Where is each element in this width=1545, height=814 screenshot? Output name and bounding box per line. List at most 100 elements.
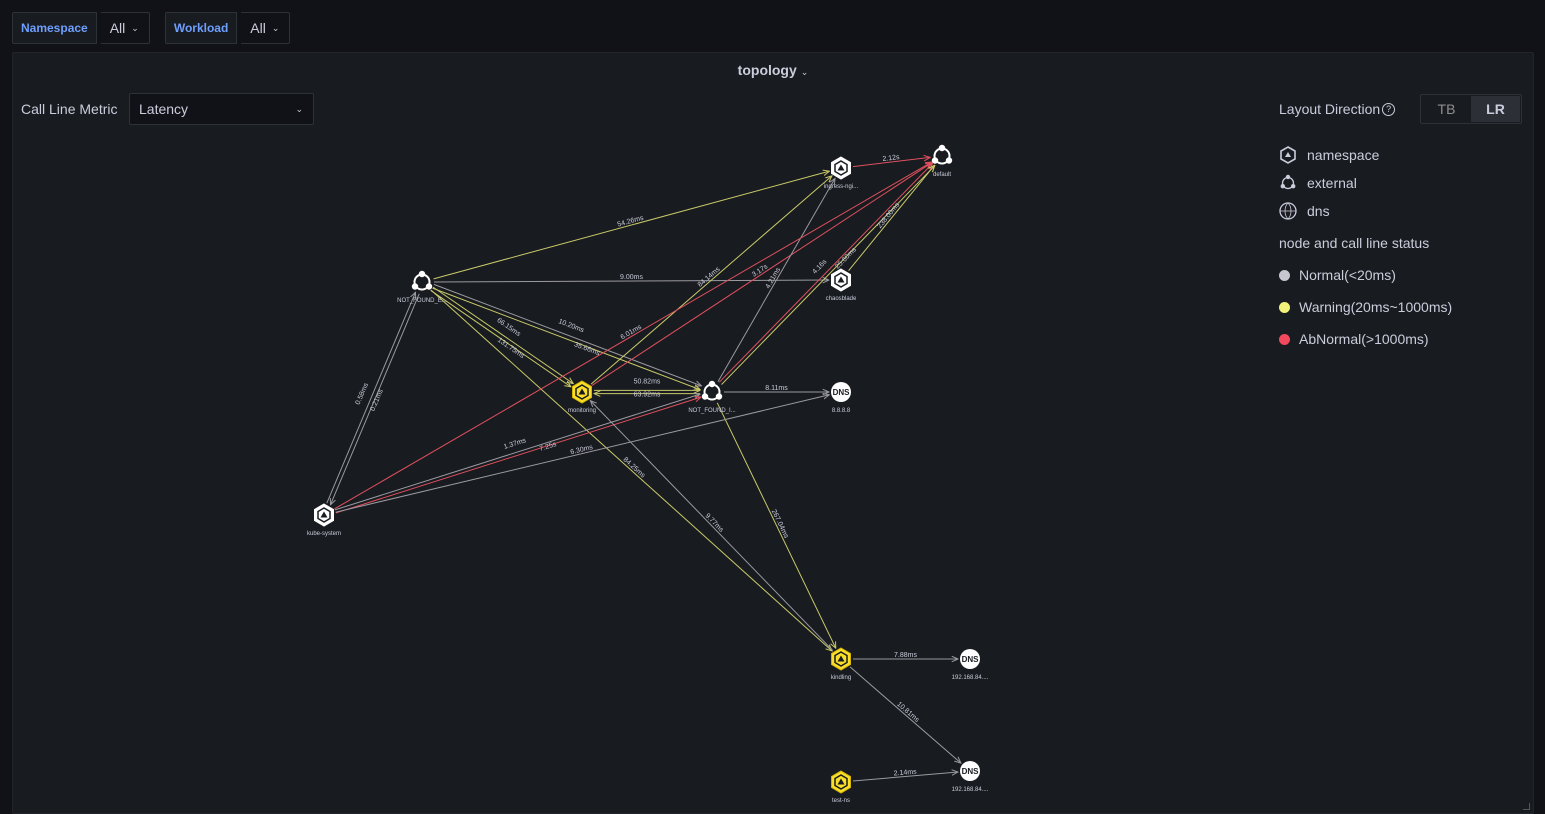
call-line-label: 2.14ms [893, 769, 917, 778]
node-label: 192.168.84.... [952, 787, 989, 793]
normal-dot-icon [1279, 269, 1290, 281]
call-line-nf2-default[interactable] [718, 163, 932, 383]
node-default[interactable]: default [931, 144, 953, 178]
call-line-label: 7.25s [539, 441, 558, 453]
legend-namespace: namespace [1279, 141, 1452, 169]
call-line-kube-nf1[interactable] [326, 292, 416, 504]
status-legend-title: node and call line status [1279, 235, 1430, 251]
node-dns1[interactable]: DNS 192.168.84.... [952, 649, 989, 681]
panel-title-text: topology [737, 62, 797, 78]
call-line-label: 10.81ms [895, 701, 920, 724]
call-line-label: 8.11ms [765, 385, 788, 392]
node-dns2[interactable]: DNS 192.168.84.... [952, 761, 989, 793]
panel-title[interactable]: topology⌄ [13, 62, 1533, 78]
svg-text:DNS: DNS [962, 767, 980, 776]
call-line-monitoring-ingress[interactable] [590, 176, 832, 385]
call-line-kube-dns8[interactable] [335, 395, 830, 513]
call-line-nf1-monitoring[interactable] [430, 290, 571, 386]
node-label: default [933, 172, 951, 178]
chevron-down-icon: ⌄ [271, 23, 280, 33]
call-line-label: 1.37ms [503, 437, 527, 451]
help-icon[interactable]: ? [1382, 102, 1396, 116]
legend-dns: dns [1279, 197, 1452, 225]
call-line-metric-select[interactable]: Latency ⌄ [129, 93, 314, 125]
status-warning: Warning(20ms~1000ms) [1279, 289, 1452, 321]
call-line-label: 7.88ms [894, 652, 917, 659]
layout-direction-text: Layout Direction [1279, 101, 1381, 117]
call-line-metric-value: Latency [139, 101, 189, 117]
node-label: 192.168.84.... [952, 675, 989, 681]
call-line-nf2-ingress[interactable] [717, 178, 835, 382]
node-label: test-ns [832, 798, 850, 803]
node-nf1[interactable]: NOT_FOUND_E... [397, 270, 447, 304]
chevron-down-icon: ⌄ [295, 103, 303, 114]
node-label: monitoring [568, 408, 596, 414]
call-line-ingress-default[interactable] [852, 157, 930, 168]
node-chaos[interactable]: chaosblade [826, 268, 857, 302]
status-normal-label: Normal(<20ms) [1299, 267, 1396, 283]
call-line-nf1-ingress[interactable] [433, 171, 830, 280]
call-line-kube-nf2[interactable] [334, 394, 700, 511]
call-line-label: 35.66ms [573, 341, 601, 357]
node-label: 8.8.8.8 [832, 408, 851, 414]
chevron-down-icon: ⌄ [800, 67, 809, 77]
node-nf2[interactable]: NOT_FOUND_I... [688, 380, 736, 414]
svg-text:DNS: DNS [962, 655, 980, 664]
status-abnormal-label: AbNormal(>1000ms) [1299, 331, 1429, 347]
status-abnormal: AbNormal(>1000ms) [1279, 321, 1452, 353]
call-line-nf1-nf2[interactable] [432, 287, 701, 389]
warning-dot-icon [1279, 301, 1290, 313]
call-line-label: 6.30ms [570, 444, 594, 456]
node-label: chaosblade [826, 296, 857, 302]
layout-option-tb[interactable]: TB [1437, 101, 1456, 117]
namespace-variable-label: Namespace [12, 12, 97, 44]
call-line-testns-dns2[interactable] [852, 772, 958, 782]
call-line-nf2-kindling[interactable] [716, 402, 836, 648]
node-label: NOT_FOUND_E... [397, 298, 447, 304]
status-warning-label: Warning(20ms~1000ms) [1299, 299, 1453, 315]
call-line-chaos-default[interactable] [848, 165, 935, 272]
call-line-nf1-kindling[interactable] [430, 289, 832, 651]
node-testns[interactable]: test-ns [831, 770, 851, 803]
layout-option-lr[interactable]: LR [1471, 96, 1520, 122]
node-kindling[interactable]: kindling [831, 647, 851, 681]
legend-dns-label: dns [1307, 203, 1330, 219]
panel-resize-handle[interactable] [1523, 803, 1530, 810]
status-normal: Normal(<20ms) [1279, 257, 1452, 289]
call-line-kindling-monitoring[interactable] [590, 401, 834, 651]
node-label: kube-system [307, 531, 341, 537]
node-label: NOT_FOUND_I... [688, 408, 736, 414]
call-line-nf2-default[interactable] [721, 166, 935, 385]
call-line-label: 0.21ms [369, 388, 385, 412]
chevron-down-icon: ⌄ [131, 23, 139, 33]
node-label: ingress-ngi... [824, 184, 859, 190]
topology-graph[interactable]: 2.12s54.26ms9.00ms66.15ms131.75ms10.20ms… [13, 53, 1533, 803]
node-ingress[interactable]: ingress-ngi... [824, 156, 859, 190]
node-kube[interactable]: kube-system [307, 503, 341, 537]
call-line-nf1-chaos[interactable] [433, 280, 829, 282]
call-line-metric-label: Call Line Metric [21, 101, 118, 117]
call-line-label: 10.20ms [557, 318, 585, 334]
call-line-monitoring-default[interactable] [591, 163, 932, 386]
dns-icon [1279, 202, 1297, 220]
namespace-icon [1280, 146, 1296, 164]
call-line-label: 84.25ms [622, 456, 647, 480]
call-line-label: 50.82ms [634, 379, 661, 386]
call-line-label: 2.12s [882, 154, 900, 163]
namespace-select[interactable]: All ⌄ [100, 12, 150, 44]
call-line-label: 25.60ms [834, 246, 858, 270]
call-line-kindling-dns2[interactable] [849, 666, 961, 763]
call-line-nf1-monitoring[interactable] [432, 286, 573, 383]
node-monitoring[interactable]: monitoring [568, 380, 596, 414]
call-line-kube-default[interactable] [334, 162, 931, 510]
workload-select[interactable]: All ⌄ [241, 12, 291, 44]
call-line-kube-nf2[interactable] [335, 397, 701, 514]
call-line-label: 63.92ms [634, 391, 661, 398]
namespace-variable: Namespace All ⌄ [12, 12, 150, 44]
legend: namespace external dns node and call lin… [1279, 141, 1452, 353]
call-line-nf1-nf2[interactable] [433, 283, 702, 385]
external-icon [1280, 174, 1296, 190]
call-line-nf1-kube[interactable] [330, 293, 420, 505]
